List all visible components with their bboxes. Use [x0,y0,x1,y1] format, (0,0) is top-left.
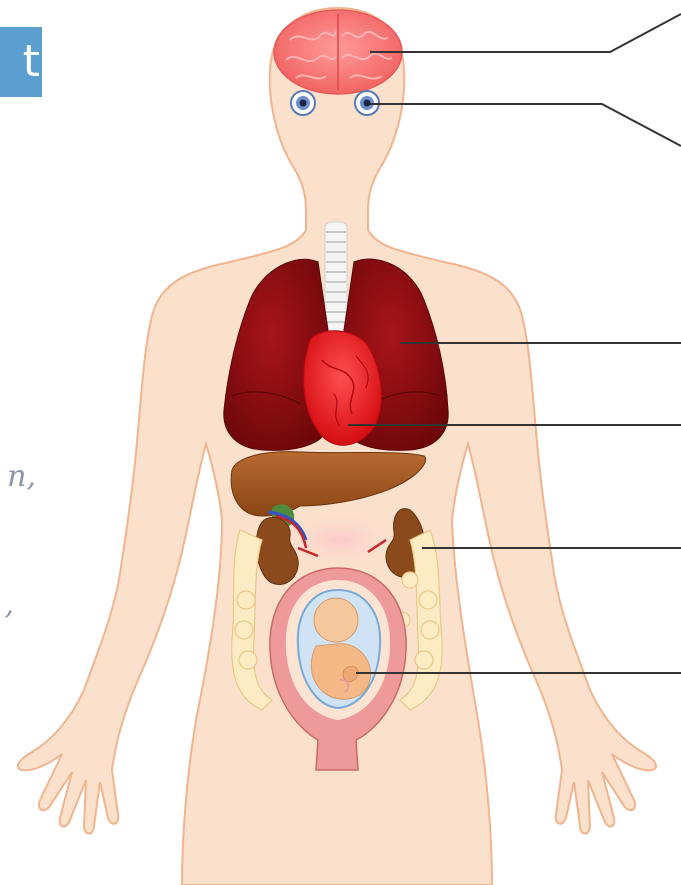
leader-line-brain [370,14,681,52]
leader-line-eye [370,104,681,146]
trachea [325,222,347,332]
left-eye [291,91,315,115]
